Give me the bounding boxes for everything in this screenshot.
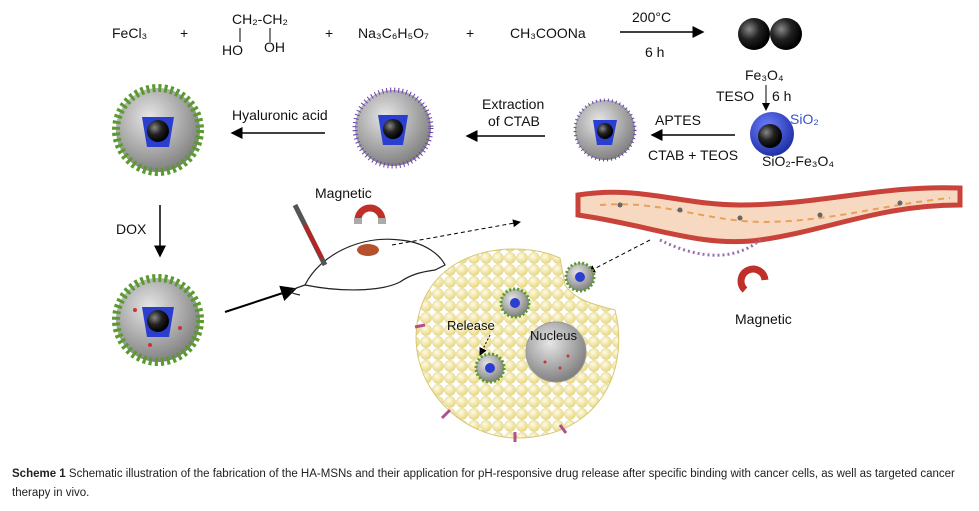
dox-loaded-particle [112,274,204,366]
mesoporous-particle-ctab [573,98,637,162]
hydroxyl-oh: OH [264,39,285,55]
caption-text: Schematic illustration of the fabricatio… [12,468,955,499]
fe3o4-particle [738,18,770,50]
mesoporous-particle-aminated [352,87,434,169]
reagent-ethylene-glycol: CH₂-CH₂ [232,11,288,27]
magnetic-label-top: Magnetic [315,185,372,201]
reagent-sodium-acetate: CH₃COONa [510,25,586,41]
nucleus-label: Nucleus [530,328,577,343]
nucleus [525,321,587,383]
blood-vessel [575,185,963,257]
binding-particle [564,261,596,293]
condition-time: 6 h [645,44,664,60]
release-label: Release [447,318,495,333]
caption-label: Scheme 1 [12,468,66,480]
ctab-teos-label: CTAB + TEOS [648,147,738,163]
ha-msn-particle [112,84,204,176]
internalized-particle [499,287,531,319]
hyaluronic-acid-label: Hyaluronic acid [232,107,328,123]
condition-temperature: 200°C [632,9,671,25]
magnetic-label-right: Magnetic [735,311,792,327]
magnetic-core [758,124,782,148]
reagent-sodium-citrate: Na₃C₆H₅O₇ [358,25,429,41]
plus-sign: + [180,25,188,41]
extraction-label-2: of CTAB [488,113,540,129]
cancer-cell [414,248,620,442]
synthesis-diagram: FeCl₃ + CH₂-CH₂ HO OH + Na₃C₆H₅O₇ + CH₃C… [112,9,963,442]
magnet-icon [354,204,386,224]
reagent-fecl3: FeCl₃ [112,25,147,41]
plus-sign: + [325,25,333,41]
teso-time: 6 h [772,88,791,104]
targeting-arrow [587,239,651,273]
mouse-illustration [290,238,446,296]
aptes-label: APTES [655,112,701,128]
injection-arrow [224,285,297,313]
internalized-particle [474,352,506,384]
plus-sign: + [466,25,474,41]
sio2-label: SiO₂ [790,111,819,127]
dox-label: DOX [116,221,147,237]
sio2-fe3o4-label: SiO₂-Fe₃O₄ [762,153,834,169]
hydroxyl-ho: HO [222,42,243,58]
magnet-icon [737,265,769,293]
extraction-label: Extraction [482,96,544,112]
fe3o4-label: Fe₃O₄ [745,67,784,83]
fe3o4-particle [770,18,802,50]
dashed-arrow [391,219,521,246]
teso-label: TESO [716,88,754,104]
syringe-icon [292,203,328,267]
figure-caption: Scheme 1 Schematic illustration of the f… [12,465,962,503]
